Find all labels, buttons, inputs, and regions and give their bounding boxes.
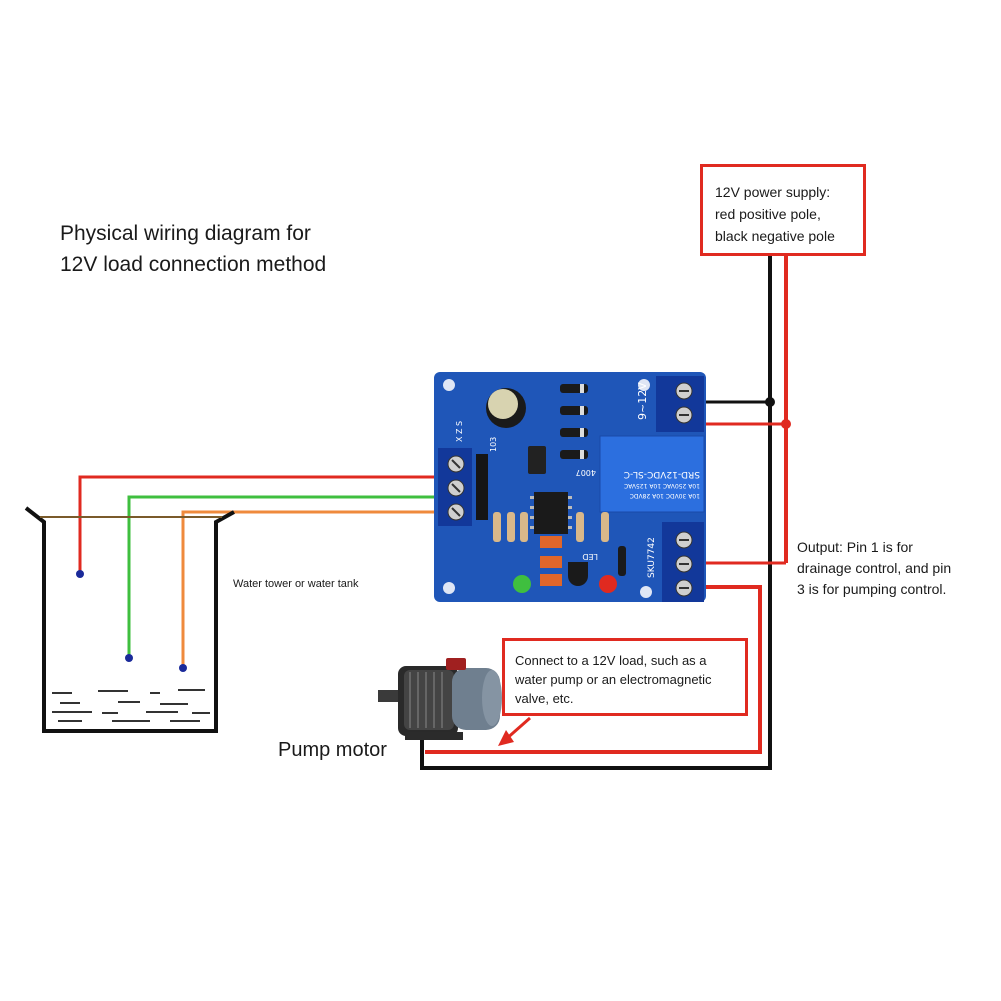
probe-green-wire — [127, 495, 445, 656]
load-note-line-3: valve, etc. — [515, 691, 574, 706]
output-note-line-3: 3 is for pumping control. — [797, 581, 947, 597]
relay-module-board: 9~12V X Z S 103 4007 SRD-12VDC-SL-C 10A … — [434, 372, 706, 602]
led-label: LED — [582, 552, 598, 561]
probe-tip-red — [76, 570, 84, 578]
probe-tip-green — [125, 654, 133, 662]
tank-label: Water tower or water tank — [233, 578, 359, 590]
diode-label: 4007 — [576, 468, 596, 477]
power-supply-line-1: 12V power supply: — [715, 184, 831, 200]
pin-header — [476, 454, 488, 520]
black-junction-dot — [765, 397, 775, 407]
relay — [599, 435, 705, 513]
page-title: Physical wiring diagram for 12V load con… — [60, 218, 326, 280]
transistor — [568, 562, 588, 586]
power-supply-line-2: red positive pole, — [715, 206, 821, 222]
load-callout-arrowhead — [498, 730, 514, 746]
ic-chip — [534, 492, 568, 534]
title-line-2: 12V load connection method — [60, 253, 327, 276]
probe-orange-wire — [181, 510, 445, 666]
load-black-return-wire — [420, 738, 770, 770]
relay-model: SRD-12VDC-SL-C — [624, 469, 700, 479]
pcb — [434, 372, 706, 602]
load-note-line-1: Connect to a 12V load, such as a — [515, 653, 707, 668]
relay-rating-1: 10A 250VAC 10A 125VAC — [624, 482, 700, 489]
power-supply-callout: 12V power supply: red positive pole, bla… — [700, 164, 866, 256]
load-wires — [420, 561, 786, 770]
water-surface-lines — [52, 689, 210, 722]
mount-hole — [443, 379, 455, 391]
resistors — [493, 512, 626, 576]
output-note-line-2: drainage control, and pin — [797, 560, 952, 576]
output-pin3-red-wire — [425, 585, 762, 754]
probe-terminal-label: X Z S — [455, 421, 464, 442]
red-led — [599, 575, 617, 593]
pump-label: Pump motor — [278, 739, 387, 761]
output-note-line-1: Output: Pin 1 is for — [797, 539, 913, 555]
power-supply-wires — [705, 256, 791, 770]
mount-hole — [638, 379, 650, 391]
diodes — [528, 384, 588, 474]
pump-motor-icon — [378, 658, 502, 740]
relay-rating-2: 10A 30VDC 10A 28VDC — [630, 492, 700, 499]
load-callout: Connect to a 12V load, such as a water p… — [502, 638, 748, 716]
title-line-1: Physical wiring diagram for — [60, 222, 311, 245]
output-terminal-label: SKU7742 — [647, 537, 657, 578]
output-note: Output: Pin 1 is for drainage control, a… — [797, 537, 951, 600]
load-note-line-2: water pump or an electromagnetic — [515, 672, 712, 687]
mount-hole — [443, 582, 455, 594]
power-terminal-label: 9~12V — [636, 382, 649, 420]
capacitor-label: 103 — [489, 437, 498, 452]
green-led — [513, 575, 531, 593]
mount-hole — [640, 586, 652, 598]
probe-tip-orange — [179, 664, 187, 672]
water-tank — [24, 506, 235, 733]
power-supply-line-3: black negative pole — [715, 228, 835, 244]
probe-wires — [76, 475, 445, 672]
red-junction-dot — [781, 419, 791, 429]
probe-red-wire — [78, 475, 445, 572]
tank-outline — [24, 506, 235, 733]
